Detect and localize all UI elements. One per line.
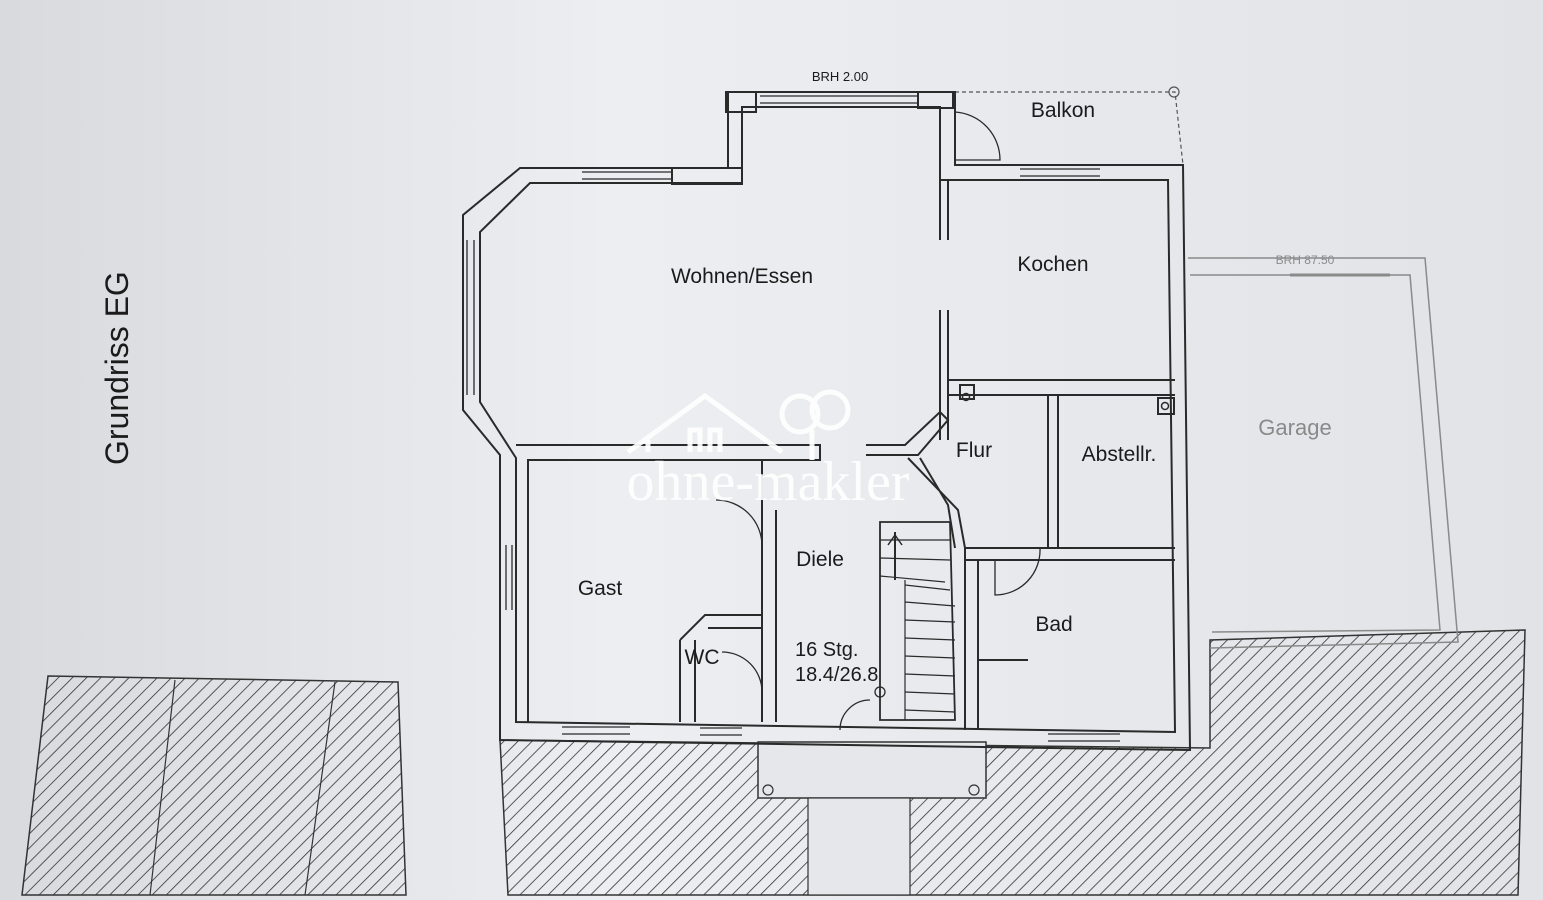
windows <box>466 95 1120 742</box>
entrance-terrace <box>757 741 987 799</box>
terrain-hatching <box>21 629 1526 896</box>
room-label-balkon: Balkon <box>1031 99 1095 122</box>
room-label-kochen: Kochen <box>1017 253 1088 276</box>
room-label-garage: Garage <box>1258 415 1331 440</box>
brh-garage-annotation: BRH 87.50 <box>1276 253 1335 267</box>
garage-outline <box>1188 257 1459 649</box>
stairs-steps-label: 16 Stg. <box>795 639 858 661</box>
hatch-bottom <box>499 629 1526 896</box>
staircase <box>879 521 956 721</box>
drawing-title: Grundriss EG <box>99 271 135 465</box>
room-label-abstell: Abstellr. <box>1082 443 1157 466</box>
room-label-wohnen: Wohnen/Essen <box>671 265 813 288</box>
doors <box>715 111 1041 731</box>
balcony-outline <box>955 91 1184 166</box>
watermark-logo <box>626 389 851 460</box>
room-label-flur: Flur <box>956 439 992 462</box>
room-label-bad: Bad <box>1035 613 1072 636</box>
stairs-dims-label: 18.4/26.8 <box>795 664 878 686</box>
room-label-diele: Diele <box>796 548 844 571</box>
wall-corners <box>671 91 1175 415</box>
room-label-wc: WC <box>685 646 720 669</box>
watermark-text: ohne-makler <box>627 451 910 513</box>
brh-top-annotation: BRH 2.00 <box>812 69 868 84</box>
room-label-gast: Gast <box>578 577 623 600</box>
hatch-left <box>21 675 407 896</box>
